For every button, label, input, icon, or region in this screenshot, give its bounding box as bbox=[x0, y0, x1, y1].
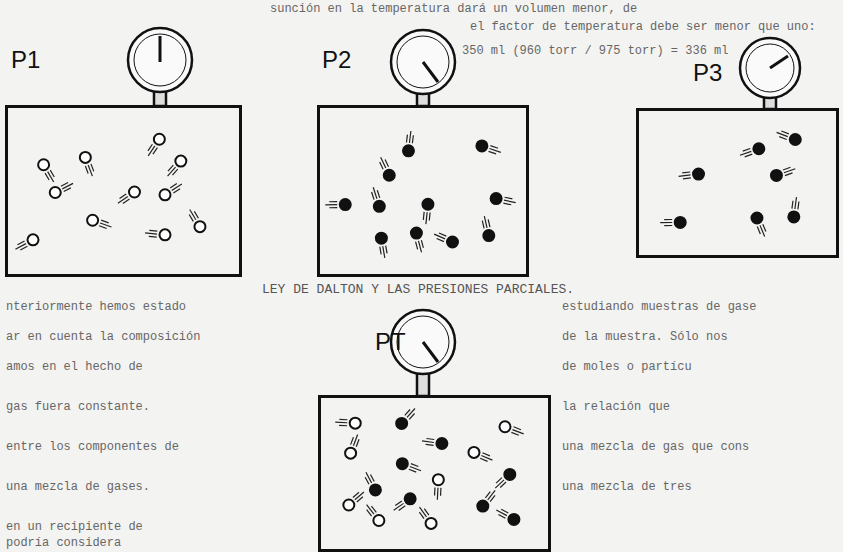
page-text: estudiando muestras de gase bbox=[562, 300, 756, 314]
page-text: sunción en la temperatura dará un volume… bbox=[270, 2, 637, 16]
page-text: de la muestra. Sólo nos bbox=[562, 330, 728, 344]
gas-container: P2 bbox=[317, 105, 529, 277]
page-text: gas fuera constante. bbox=[6, 400, 150, 414]
pressure-gauges bbox=[128, 28, 800, 396]
page-text: amos en el hecho de bbox=[6, 360, 143, 374]
pressure-label: P1 bbox=[11, 46, 40, 74]
pressure-label: P2 bbox=[322, 46, 351, 74]
page-text: en un recipiente de bbox=[6, 520, 143, 534]
gas-container: PT bbox=[318, 395, 551, 552]
page-text: una mezcla de gases. bbox=[6, 480, 150, 494]
pressure-label: P3 bbox=[693, 59, 722, 87]
page-text: la relación que bbox=[562, 400, 670, 414]
page-text: una mezcla de tres bbox=[562, 480, 692, 494]
page-text: podría considera bbox=[6, 536, 121, 550]
page-text: ar en cuenta la composición bbox=[6, 330, 200, 344]
page-text: el factor de temperatura debe ser menor … bbox=[470, 20, 816, 34]
page-text: de moles o partícu bbox=[562, 360, 692, 374]
gas-container: P1 bbox=[5, 105, 242, 277]
gas-particles bbox=[15, 131, 800, 529]
page-text: entre los componentes de bbox=[6, 440, 179, 454]
page-text: 350 ml (960 torr / 975 torr) = 336 ml bbox=[462, 44, 728, 58]
gas-container: P3 bbox=[636, 108, 839, 258]
page-text: LEY DE DALTON Y LAS PRESIONES PARCIALES. bbox=[262, 282, 574, 297]
pressure-label: PT bbox=[375, 328, 406, 356]
page-text: una mezcla de gas que cons bbox=[562, 440, 749, 454]
page-text: nteriormente hemos estado bbox=[6, 300, 186, 314]
